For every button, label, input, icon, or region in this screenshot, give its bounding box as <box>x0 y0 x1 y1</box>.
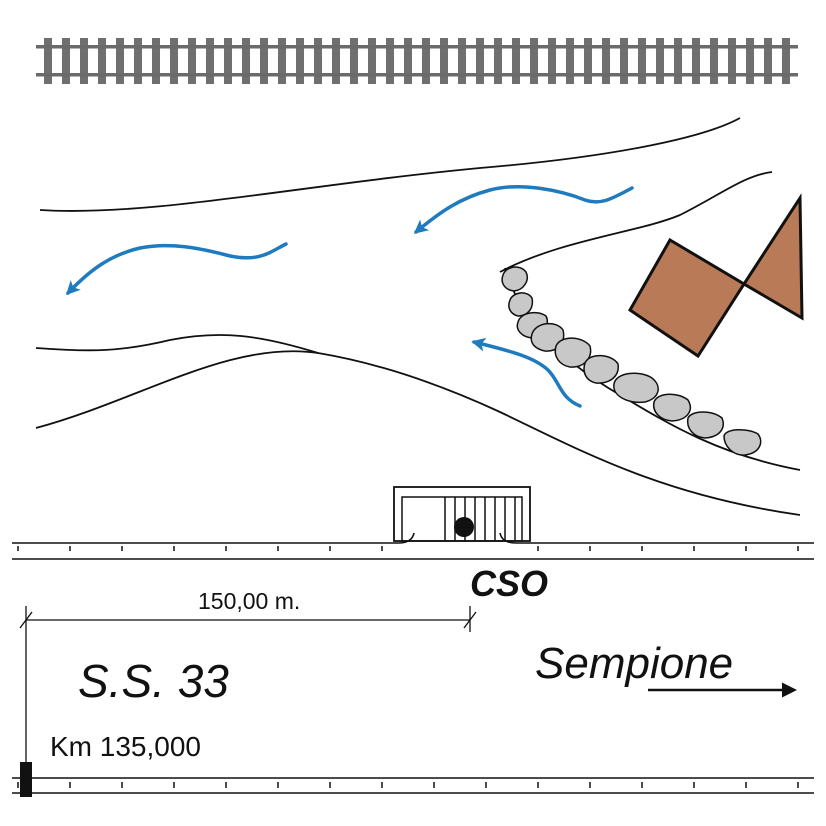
railway-tie <box>764 38 772 84</box>
railway-ties <box>44 38 790 84</box>
railway-tie <box>278 38 286 84</box>
railway-tie <box>566 38 574 84</box>
rail-top <box>36 45 798 49</box>
railway-tie <box>692 38 700 84</box>
rock <box>501 266 528 292</box>
railway-tie <box>728 38 736 84</box>
river-bank-inlet <box>499 171 773 273</box>
direction-label: Sempione <box>535 639 734 688</box>
flow-arrow-icon <box>413 184 634 234</box>
railway-tie <box>710 38 718 84</box>
flow-arrows <box>66 184 634 408</box>
railway-tie <box>152 38 160 84</box>
railway-tie <box>80 38 88 84</box>
road-lower <box>12 777 814 794</box>
river-bank-north <box>39 117 741 212</box>
railway-tie <box>674 38 682 84</box>
railway-tie <box>656 38 664 84</box>
railway-tie <box>404 38 412 84</box>
rock <box>583 354 619 384</box>
road-lower-ticks <box>17 782 799 788</box>
railway-tie <box>746 38 754 84</box>
kilometer-marker-post <box>20 762 32 797</box>
railway-tie <box>224 38 232 84</box>
road-name-label: S.S. 33 <box>78 655 229 707</box>
railway-tie <box>314 38 322 84</box>
railway-tie <box>188 38 196 84</box>
rail-bottom <box>36 73 798 77</box>
cso-structure <box>393 486 531 542</box>
rock <box>723 429 762 456</box>
railway-tie <box>98 38 106 84</box>
distance-label: 150,00 m. <box>198 588 301 614</box>
railway-tie <box>476 38 484 84</box>
building-right <box>741 193 804 321</box>
railway-tie <box>548 38 556 84</box>
railway-track <box>36 38 798 84</box>
railway-tie <box>368 38 376 84</box>
cso-grille <box>444 497 516 541</box>
railway-tie <box>242 38 250 84</box>
flow-arrow-icon <box>471 337 582 408</box>
road-upper-ticks <box>17 546 799 551</box>
dimension-tick-right <box>463 611 477 629</box>
railway-tie <box>512 38 520 84</box>
railway-tie <box>170 38 178 84</box>
flow-arrow-icon <box>66 242 288 296</box>
railway-tie <box>134 38 142 84</box>
railway-tie <box>494 38 502 84</box>
cso-label: CSO <box>470 563 549 604</box>
railway-tie <box>260 38 268 84</box>
building-left <box>628 237 747 359</box>
railway-tie <box>296 38 304 84</box>
riprap-rocks <box>501 266 762 456</box>
railway-tie <box>44 38 52 84</box>
river-bank-south <box>35 350 801 516</box>
road-upper-right-edge <box>499 532 814 544</box>
railway-tie <box>782 38 790 84</box>
railway-tie <box>350 38 358 84</box>
rock <box>686 411 724 439</box>
sandbar-bank-upper <box>35 334 319 354</box>
railway-tie <box>206 38 214 84</box>
cso-frame-inner <box>401 496 523 542</box>
dimension-tick-left <box>19 611 33 629</box>
rock <box>613 372 659 404</box>
dimension-line <box>19 606 477 762</box>
railway-tie <box>422 38 430 84</box>
railway-tie <box>62 38 70 84</box>
railway-tie <box>386 38 394 84</box>
railway-tie <box>530 38 538 84</box>
road-upper-left-edge <box>12 532 415 544</box>
railway-tie <box>584 38 592 84</box>
railway-tie <box>602 38 610 84</box>
railway-tie <box>620 38 628 84</box>
kilometer-label: Km 135,000 <box>50 731 201 762</box>
rock <box>508 292 534 317</box>
railway-tie <box>440 38 448 84</box>
buildings <box>628 193 804 359</box>
railway-tie <box>458 38 466 84</box>
railway-tie <box>116 38 124 84</box>
cso-outlet-icon <box>454 517 474 537</box>
rock <box>652 393 692 422</box>
railway-tie <box>332 38 340 84</box>
road-upper <box>12 532 814 560</box>
railway-tie <box>638 38 646 84</box>
